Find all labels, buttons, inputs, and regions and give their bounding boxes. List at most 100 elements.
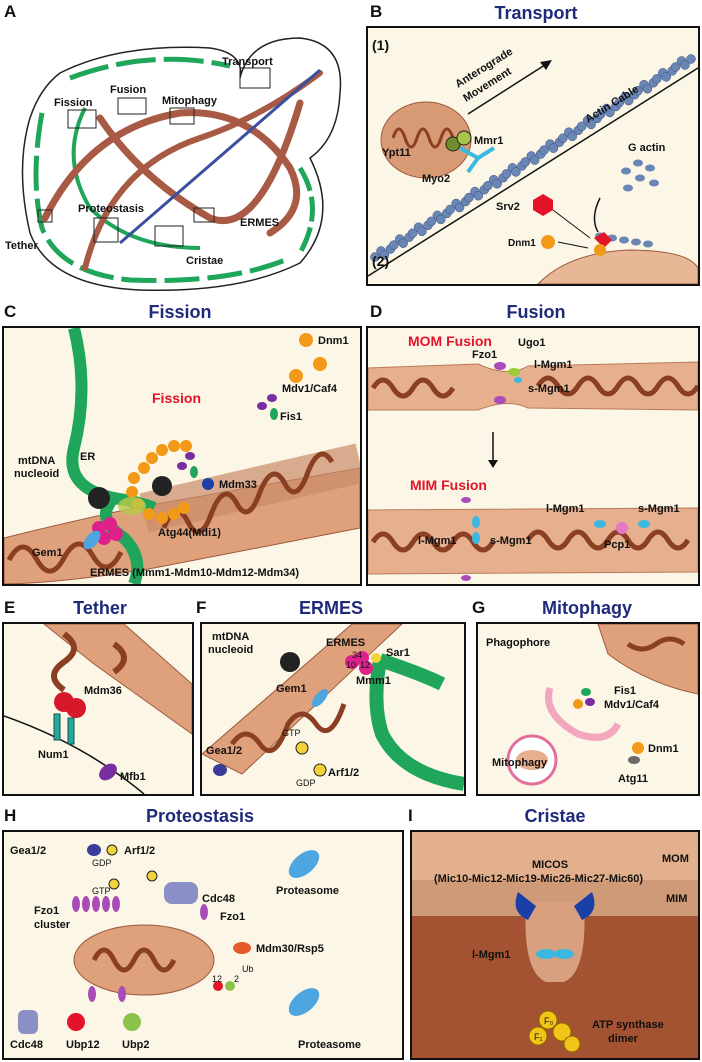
label-gdp: GDP xyxy=(92,858,112,868)
label-fo: F₀ xyxy=(544,1016,553,1026)
label-l-mgm1-c: l-Mgm1 xyxy=(418,535,457,547)
label-atp1: ATP synthase xyxy=(592,1019,664,1031)
label-mdm33: Mdm33 xyxy=(219,479,257,491)
label-cdc48a: Cdc48 xyxy=(202,893,235,905)
label-pcp1: Pcp1 xyxy=(604,539,630,551)
actin-bead xyxy=(436,214,446,225)
label-n34: 34 xyxy=(352,650,362,660)
label-mim-fusion: MIM Fusion xyxy=(410,477,487,493)
label-ugo1: Ugo1 xyxy=(518,337,546,349)
label-gea: Gea1/2 xyxy=(206,745,242,757)
actin-bead xyxy=(445,204,455,215)
actin-bead xyxy=(623,95,634,106)
label-gtp: GTP xyxy=(282,728,301,738)
panel-i-title: Cristae xyxy=(524,806,586,826)
label-atp2: dimer xyxy=(608,1033,639,1045)
label-tether: Tether xyxy=(5,240,39,252)
label-s-mgm1: s-Mgm1 xyxy=(528,383,570,395)
label-l-mgm1-b: l-Mgm1 xyxy=(546,503,585,515)
label-n12: 12 xyxy=(212,974,222,984)
actin-bead xyxy=(661,72,671,82)
label-ub: Ub xyxy=(242,964,254,974)
panel-d-box: MOM Fusion MIM Fusion Fzo1 Ugo1 l-Mgm1 s… xyxy=(366,326,700,586)
label-mdm30: Mdm30/Rsp5 xyxy=(256,943,324,955)
label-gea: Gea1/2 xyxy=(10,845,46,857)
label-micos-sub: (Mic10-Mic12-Mic19-Mic26-Mic27-Mic60) xyxy=(434,873,643,885)
label-fzo1c1: Fzo1 xyxy=(34,905,59,917)
panel-b-letter: B xyxy=(370,2,383,21)
label-cdc48b: Cdc48 xyxy=(10,1039,43,1051)
label-mom: MOM xyxy=(662,853,689,865)
label-dnm1: Dnm1 xyxy=(648,743,679,755)
actin-bead xyxy=(670,62,681,72)
panel-c-box: Fission Dnm1 Mdv1/Caf4 Fis1 Mdm33 mtDNA … xyxy=(2,326,362,586)
actin-bead xyxy=(539,145,549,155)
actin-bead xyxy=(614,97,624,108)
label-dnm1: Dnm1 xyxy=(318,335,349,347)
actin-bead xyxy=(586,119,596,130)
panel-a-cell-diagram: Fission Fusion Mitophagy Transport Prote… xyxy=(5,37,342,292)
label-dnm1: Dnm1 xyxy=(508,238,536,249)
label-fzo1c2: cluster xyxy=(34,919,71,931)
label-mim: MIM xyxy=(666,893,687,905)
label-step2: (2) xyxy=(372,253,389,269)
label-myo2: Myo2 xyxy=(422,173,450,185)
label-ermes: ERMES xyxy=(326,637,365,649)
actin-bead xyxy=(398,238,408,248)
label-phagophore: Phagophore xyxy=(486,637,550,649)
actin-bead xyxy=(567,131,578,142)
label-er: ER xyxy=(80,451,95,463)
panel-e-box: Mdm36 Num1 Mfb1 xyxy=(2,622,194,796)
label-ermes: ERMES xyxy=(240,217,279,229)
label-mtdna1: mtDNA xyxy=(212,631,249,643)
panel-c-letter: C xyxy=(4,302,17,321)
actin-bead xyxy=(389,240,399,250)
label-ermes: ERMES (Mmm1-Mdm10-Mdm12-Mdm34) xyxy=(90,567,299,579)
panel-c-title: Fission xyxy=(148,302,212,322)
panel-e-letter: E xyxy=(4,598,16,617)
label-f1: F₁ xyxy=(534,1032,543,1042)
panel-f-box: mtDNA nucleoid ERMES Sar1 Gem1 Mmm1 34 1… xyxy=(200,622,466,796)
label-mmm1: Mmm1 xyxy=(356,675,391,687)
actin-bead xyxy=(379,250,390,260)
label-fis1: Fis1 xyxy=(614,685,636,697)
label-proteasome1: Proteasome xyxy=(276,885,339,897)
label-proteostasis: Proteostasis xyxy=(78,203,144,215)
panel-i-letter: I xyxy=(408,806,413,825)
label-gem1: Gem1 xyxy=(276,683,307,695)
label-fusion: Fusion xyxy=(110,84,146,96)
panel-f-title: ERMES xyxy=(298,598,363,618)
label-mdv1: Mdv1/Caf4 xyxy=(604,699,660,711)
actin-bead xyxy=(482,180,493,191)
label-n2: 2 xyxy=(234,974,239,984)
actin-bead xyxy=(464,192,474,203)
actin-bead xyxy=(576,121,587,132)
actin-bead xyxy=(642,84,653,94)
label-mdm36: Mdm36 xyxy=(84,685,122,697)
label-mtdna2: nucleoid xyxy=(14,468,59,480)
actin-bead xyxy=(417,226,427,237)
actin-bead xyxy=(407,228,418,238)
label-n12: 12 xyxy=(360,660,370,670)
label-n10: 10 xyxy=(346,660,356,670)
actin-bead xyxy=(370,252,380,262)
actin-bead xyxy=(652,74,662,84)
actin-bead xyxy=(454,202,465,213)
label-srv2: Srv2 xyxy=(496,201,520,213)
actin-bead xyxy=(492,179,502,189)
label-s-mgm1-c: s-Mgm1 xyxy=(490,535,532,547)
panel-h-box: Gea1/2 GDP Arf1/2 GTP Proteasome Cdc48 F… xyxy=(2,830,404,1060)
actin-bead xyxy=(686,54,696,64)
actin-bead xyxy=(511,167,521,177)
label-fzo1: Fzo1 xyxy=(472,349,497,361)
label-mfb1: Mfb1 xyxy=(120,771,146,783)
actin-bead xyxy=(605,107,615,118)
label-l-mgm1: l-Mgm1 xyxy=(472,949,511,961)
panel-h-title: Proteostasis xyxy=(145,806,255,826)
panel-e-title: Tether xyxy=(73,598,127,618)
label-mtdna2: nucleoid xyxy=(208,644,253,656)
label-ubp12: Ubp12 xyxy=(66,1039,100,1051)
label-mom-fusion: MOM Fusion xyxy=(408,333,492,349)
panel-d-title: Fusion xyxy=(506,302,566,322)
label-mmr1: Mmr1 xyxy=(474,135,503,147)
